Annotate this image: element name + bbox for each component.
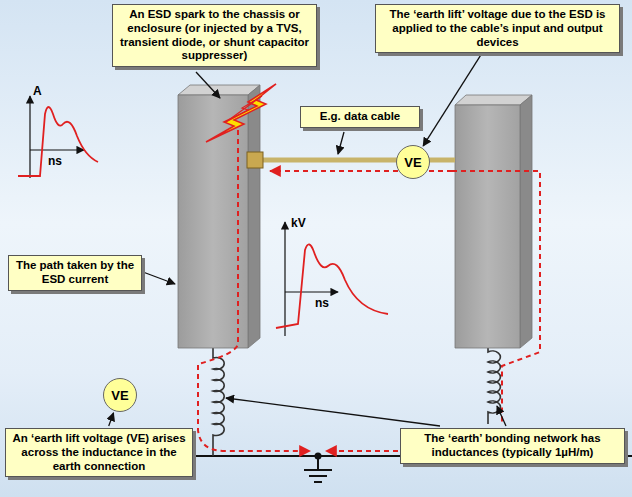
right-enclosure-part: [455, 105, 520, 348]
axis-label: kV: [291, 216, 306, 230]
esd-current-path: [198, 130, 540, 451]
ground-bus-part: [309, 475, 327, 477]
ground-bus-part: [314, 481, 322, 483]
node-text: An ‘earth lift voltage (VE) arises acros…: [11, 432, 187, 473]
callout-box: The ‘earth’ bonding network has inductan…: [400, 428, 625, 464]
axis-label: ns: [315, 296, 329, 310]
node-text: VE: [111, 388, 128, 403]
leader-line-part: [226, 398, 440, 426]
esd-current-path-part: [198, 130, 310, 451]
leader-line-part: [338, 132, 344, 154]
voltage-circle: VE: [396, 145, 430, 179]
current-waveform-part: [29, 96, 30, 178]
inductor-symbol-part: [488, 348, 500, 424]
current-waveform-part: [30, 149, 84, 150]
esd-current-path-part: [326, 450, 398, 452]
esd-current-path-part: [452, 171, 540, 424]
leader-line-part: [196, 72, 220, 98]
callout-arrow: [423, 55, 480, 146]
left-enclosure: [178, 85, 260, 348]
callout-box: An ESD spark to the chassis or enclosure…: [112, 4, 317, 67]
inductor-symbol-part: [213, 348, 224, 456]
node-text: The ‘earth’ bonding network has inductan…: [406, 432, 619, 460]
esd-spark-part: [226, 96, 262, 122]
callout-box: The ‘earth lift’ voltage due to the ESD …: [375, 4, 620, 53]
right-enclosure: [455, 95, 532, 348]
voltage-waveform-part: [285, 291, 338, 292]
callout-box: The path taken by the ESD current: [8, 255, 142, 291]
left-enclosure-part: [248, 85, 260, 348]
ground-bus-part: [196, 455, 400, 457]
left-enclosure-part: [178, 85, 260, 95]
right-enclosure-part: [455, 95, 532, 105]
callout-arrow: [109, 413, 114, 426]
esd-spark-part: [206, 84, 276, 142]
callout-box: E.g. data cable: [300, 106, 420, 128]
ground-bus-part: [317, 456, 319, 470]
node-text: An ESD spark to the chassis or enclosure…: [118, 8, 311, 63]
right-enclosure-part: [520, 95, 532, 348]
voltage-waveform-part: [276, 244, 388, 328]
esd-spark: [206, 84, 276, 142]
callout-box: An ‘earth lift voltage (VE) arises acros…: [5, 428, 193, 477]
axis-label: ns: [48, 154, 62, 168]
node-text: The path taken by the ESD current: [14, 259, 136, 287]
leader-line-part: [497, 406, 506, 426]
voltage-circle: VE: [103, 378, 137, 412]
current-waveform-part: [18, 107, 98, 176]
current-waveform: [18, 96, 98, 178]
node-text: E.g. data cable: [306, 110, 414, 124]
data-cable-part: [247, 152, 263, 168]
voltage-waveform-part: [284, 222, 285, 336]
ground-bus-part: [626, 455, 632, 457]
voltage-waveform: [276, 222, 388, 336]
leader-line-part: [143, 272, 175, 284]
axis-label: A: [33, 84, 42, 98]
leader-line: [143, 72, 506, 426]
node-text: The ‘earth lift’ voltage due to the ESD …: [381, 8, 614, 49]
node-text: VE: [404, 155, 421, 170]
ground-bus-part: [304, 469, 332, 471]
